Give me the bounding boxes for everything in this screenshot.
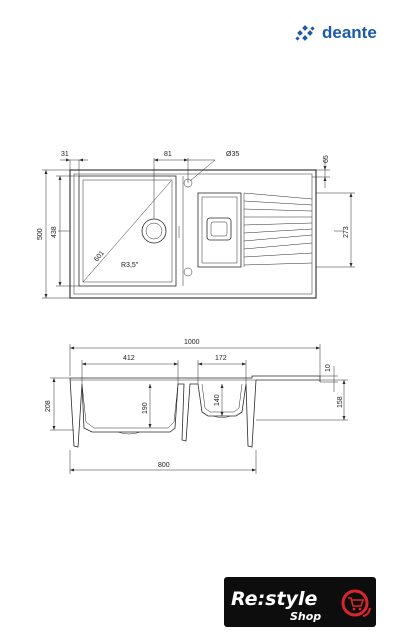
dim-438: 438 — [51, 226, 58, 238]
diagonal-line — [82, 180, 172, 283]
dim-140: 140 — [214, 394, 221, 406]
dim-172: 172 — [215, 355, 227, 362]
large-drain-icon — [141, 218, 167, 244]
dim-81: 81 — [164, 151, 172, 158]
sink-outline — [69, 169, 317, 299]
dim-radius: R3,5" — [121, 262, 139, 269]
dim-31: 31 — [61, 151, 69, 158]
brand-name: deante — [322, 23, 377, 42]
dim-412: 412 — [123, 355, 135, 362]
dim-190: 190 — [142, 402, 149, 414]
dim-10: 10 — [325, 364, 332, 372]
brand-logo: deante — [295, 23, 377, 42]
small-bowl-profile — [197, 379, 257, 448]
top-view: 31 81 Ø35 65 500 438 601 R3,5" 273 — [37, 151, 355, 299]
small-bowl — [197, 192, 242, 268]
large-bowl-profile — [69, 377, 198, 448]
large-bowl — [78, 175, 177, 287]
small-bowl-inner — [201, 196, 238, 264]
sink-inner-rim — [73, 173, 313, 295]
drainboard-grooves — [243, 192, 313, 267]
large-bowl-inner — [82, 179, 173, 283]
logo-line1: Re:style — [231, 588, 317, 610]
sink-rim — [70, 375, 321, 382]
dim-tap-hole: Ø35 — [226, 151, 239, 158]
shopping-cart-icon — [341, 589, 371, 617]
dim-500: 500 — [37, 228, 44, 240]
side-view: 1000 412 172 10 208 190 140 158 800 — [45, 339, 348, 474]
small-drain-icon — [206, 217, 232, 241]
dim-1000: 1000 — [184, 339, 200, 346]
logo-line2: Shop — [290, 610, 321, 623]
overflow-hole-icon — [183, 267, 193, 277]
dim-601: 601 — [93, 250, 106, 264]
deante-mark-icon — [295, 25, 315, 41]
dim-65: 65 — [323, 155, 330, 163]
dim-158: 158 — [337, 396, 344, 408]
dim-208: 208 — [45, 400, 52, 412]
dim-273: 273 — [343, 226, 350, 238]
dim-800: 800 — [158, 462, 170, 469]
restyle-shop-logo: Re:style Shop — [224, 577, 376, 627]
